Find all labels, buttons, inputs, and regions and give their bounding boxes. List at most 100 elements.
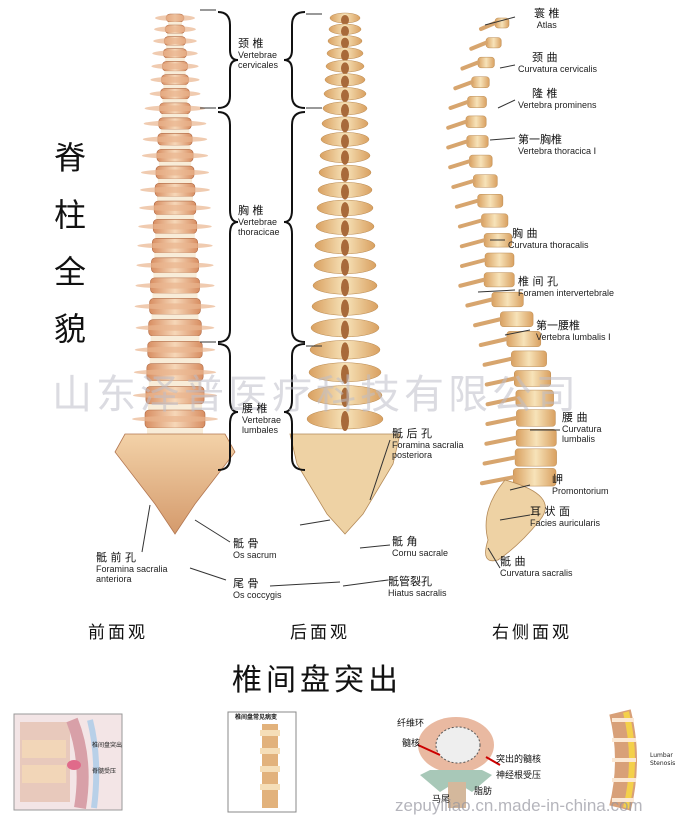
front-disc — [157, 178, 193, 184]
thumbnail-3 — [417, 717, 501, 808]
side-spinous-process — [458, 277, 487, 288]
front-disc — [164, 71, 186, 75]
label-thoracic: 胸 椎 Vertebrae thoracicae — [238, 204, 280, 238]
front-process — [139, 204, 211, 211]
side-sacrum — [485, 479, 546, 562]
side-vertebra — [483, 272, 515, 288]
view-back-title: 后面观 — [290, 623, 350, 643]
thumb4-label-a: Lumbar — [650, 752, 673, 759]
side-vertebra — [471, 76, 490, 88]
side-view-spine — [446, 17, 557, 562]
thoracic-brace — [217, 111, 239, 343]
front-disc — [147, 404, 203, 410]
thumb2-title: 椎间盘常见病变 — [235, 714, 278, 721]
front-disc — [160, 129, 190, 134]
label-prominens: 隆 椎 Vertebra prominens — [518, 88, 597, 111]
front-process — [132, 416, 218, 422]
side-vertebra — [512, 468, 557, 487]
thumbnail-4 — [598, 709, 684, 811]
label-la: cervicales — [238, 60, 279, 70]
side-vertebra — [514, 448, 557, 467]
front-disc — [151, 314, 199, 320]
label-auricular: 耳 状 面 Facies auricularis — [530, 505, 600, 529]
front-process — [150, 76, 200, 83]
side-spinous-process — [459, 238, 487, 249]
label-la: Os coccygis — [233, 590, 282, 600]
label-first-thoracic: 第一胸椎 Vertebra thoracica Ⅰ — [518, 133, 597, 157]
front-process — [140, 169, 210, 176]
disc-herniation-title: 椎间盘突出 — [232, 663, 402, 698]
label-curv-cerv: 颈 曲 Curvatura cervicalis — [518, 51, 597, 75]
side-vertebra — [466, 135, 489, 148]
label-cn: 耳 状 面 — [530, 505, 570, 518]
label-la: Curvatura sacralis — [500, 568, 573, 578]
label-la: lumbales — [242, 425, 279, 435]
front-process — [152, 50, 198, 57]
front-disc — [156, 214, 194, 220]
label-cn: 第一胸椎 — [518, 133, 562, 146]
back-spinous-process — [341, 134, 349, 149]
side-spinous-process — [484, 435, 519, 446]
side-spinous-process — [482, 356, 514, 367]
label-atlas: 寰 椎 Atlas — [534, 8, 560, 31]
back-spinous-process — [341, 118, 349, 133]
back-spinous-process — [341, 258, 349, 276]
side-spinous-process — [482, 455, 518, 466]
label-curv-lumb: 腰 曲 Curvatura lumbalis — [562, 412, 602, 445]
back-spinous-process — [341, 89, 349, 103]
thumb1-label-a: 椎间盘突出 — [92, 742, 123, 749]
back-sacrum — [289, 433, 401, 535]
back-spinous-process — [341, 320, 349, 339]
label-la: Vertebra thoracica Ⅰ — [518, 146, 597, 156]
side-title: 脊 柱 全 貌 — [50, 130, 90, 358]
side-spinous-process — [485, 396, 518, 407]
front-process — [134, 303, 216, 310]
label-la: Curvatura thoracalis — [508, 240, 589, 250]
label-cn: 骶 前 孔 — [96, 551, 136, 564]
front-disc — [149, 358, 201, 364]
side-title-char: 脊 — [53, 139, 86, 177]
label-cn: 胸 曲 — [512, 227, 538, 240]
label-la: Promontorium — [552, 486, 609, 496]
thumbnail-1 — [13, 713, 123, 811]
back-spinous-process — [341, 411, 349, 431]
side-spinous-process — [451, 179, 476, 189]
side-spinous-process — [469, 40, 488, 51]
label-cn: 骶 曲 — [500, 555, 526, 568]
front-disc — [167, 33, 183, 37]
side-spinous-process — [457, 218, 484, 229]
front-disc — [168, 22, 182, 25]
label-hiatus: 骶管裂孔 Hiatus sacralis — [388, 576, 447, 599]
label-la: posteriora — [392, 450, 433, 460]
label-la: Vertebra prominens — [518, 100, 597, 110]
front-process — [140, 186, 210, 193]
front-process — [143, 120, 207, 127]
side-vertebra — [473, 174, 498, 188]
label-la: lumbalis — [562, 434, 596, 444]
label-cn: 胸 椎 — [238, 204, 264, 217]
side-spinous-process — [478, 337, 509, 347]
back-spinous-process — [341, 342, 349, 362]
label-la: Foramina sacralia — [96, 564, 168, 574]
thumb3-cauda: 马尾 — [432, 795, 451, 805]
front-process — [134, 346, 216, 353]
back-spinous-process — [341, 299, 349, 318]
back-spinous-process — [341, 239, 349, 256]
front-view-spine — [114, 13, 236, 535]
back-spinous-process — [341, 364, 349, 384]
back-spinous-process — [341, 150, 349, 165]
back-spinous-process — [341, 167, 349, 182]
front-process — [149, 90, 201, 97]
front-disc — [159, 145, 191, 150]
front-disc — [154, 252, 196, 258]
leader-lines — [141, 9, 560, 587]
label-la: thoracicae — [238, 227, 280, 237]
region-brackets — [217, 11, 306, 471]
label-cn: 颈 曲 — [532, 51, 558, 64]
label-la: Vertebrae — [242, 415, 282, 425]
side-spinous-process — [460, 60, 480, 71]
front-disc — [165, 58, 185, 62]
side-vertebra — [467, 96, 487, 108]
label-lumbar: 腰 椎 Vertebrae lumbales — [242, 403, 282, 436]
back-spinous-process — [341, 15, 349, 25]
